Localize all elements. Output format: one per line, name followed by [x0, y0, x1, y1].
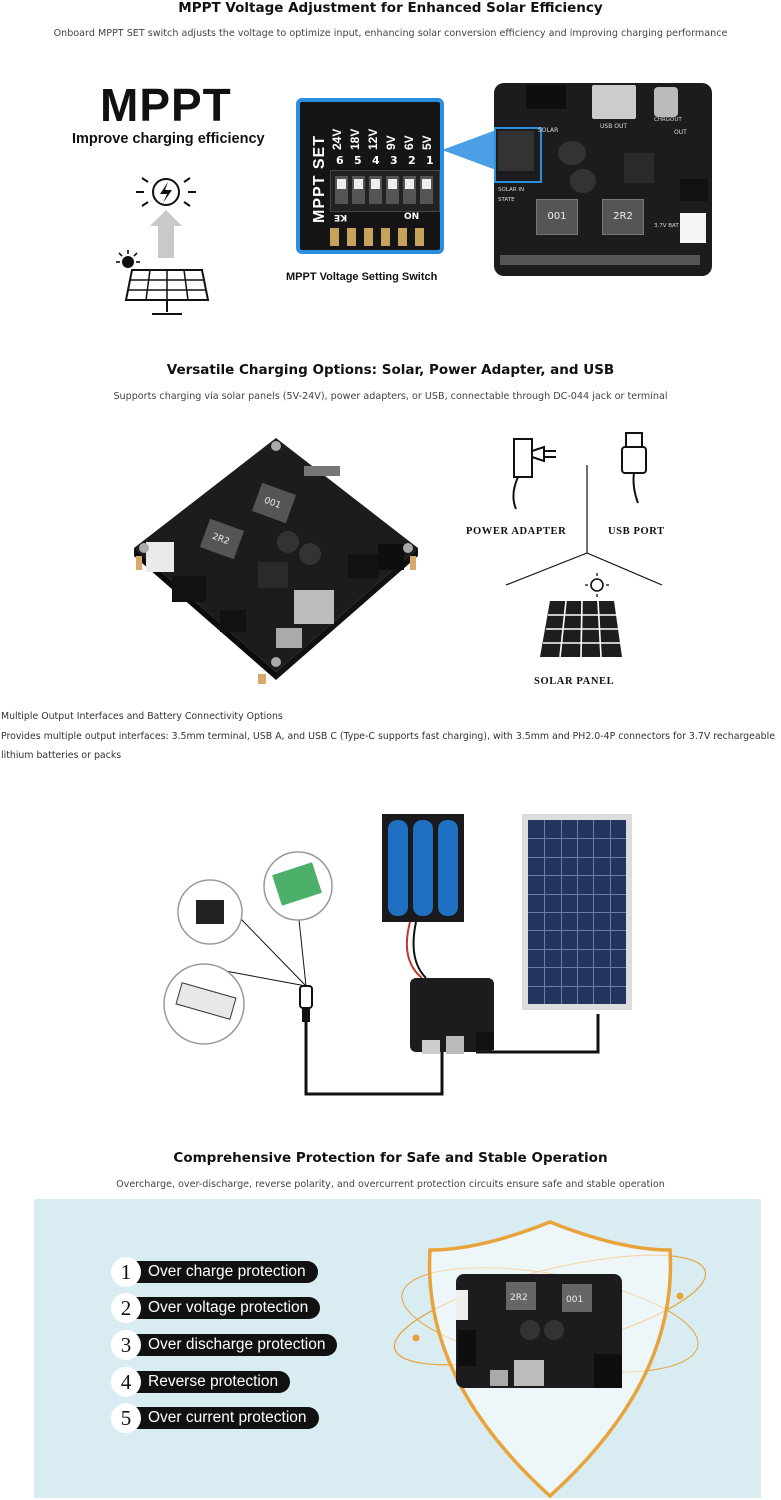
- switch-number-label: 1: [426, 154, 434, 167]
- board-label-batt: 3.7V BAT: [654, 223, 679, 229]
- section4-title: Comprehensive Protection for Safe and St…: [173, 1150, 608, 1166]
- inductor-1: 001: [536, 199, 578, 235]
- protection-number: 4: [112, 1368, 140, 1396]
- protection-label: Reverse protection: [136, 1371, 291, 1393]
- section4-subtitle: Overcharge, over-discharge, reverse pola…: [116, 1179, 665, 1190]
- battery-connector: [680, 213, 706, 243]
- mppt-set-label: MPPT SET: [311, 134, 328, 223]
- switch-number-label: 2: [408, 154, 416, 167]
- svg-text:001: 001: [566, 1295, 583, 1305]
- zoom-connector: [442, 130, 496, 170]
- mppt-heading: MPPT: [100, 79, 232, 131]
- protection-number: 2: [112, 1294, 140, 1322]
- protection-label: Over charge protection: [136, 1261, 318, 1283]
- switch-number-label: 6: [336, 154, 344, 167]
- board-label-solarin: SOLAR IN: [498, 187, 525, 193]
- section2-subtitle: Supports charging via solar panels (5V-2…: [113, 391, 668, 402]
- switch-number-label: 3: [390, 154, 398, 167]
- switch-number-label: 4: [372, 154, 380, 167]
- board-label-state: STATE: [498, 197, 515, 203]
- solar-efficiency-icon: [116, 177, 210, 315]
- switch-voltage-label: 18V: [348, 128, 362, 150]
- switch-ke-label: KE: [334, 212, 348, 222]
- switch-on-label: ON: [404, 212, 420, 222]
- protection-number: 1: [112, 1258, 140, 1286]
- switch-body: [330, 170, 440, 212]
- solar-panel-label: SOLAR PANEL: [534, 676, 615, 687]
- power-adapter-label: POWER ADAPTER: [466, 526, 567, 537]
- mppt-tagline: Improve charging efficiency: [72, 131, 265, 147]
- board-label-usbout: USB OUT: [600, 123, 628, 130]
- charging-board-isometric: 001 2R2: [134, 438, 418, 684]
- section3-desc: Provides multiple output interfaces: 3.5…: [1, 731, 775, 761]
- section1-title: MPPT Voltage Adjustment for Enhanced Sol…: [178, 0, 603, 16]
- board-label-solar: SOLAR: [538, 127, 559, 134]
- protection-number: 3: [112, 1331, 140, 1359]
- usb-port-label: USB PORT: [608, 526, 665, 537]
- dip-switch-key: [369, 176, 382, 204]
- dip-switch-key: [335, 176, 348, 204]
- section1-subtitle: Onboard MPPT SET switch adjusts the volt…: [53, 28, 728, 39]
- inductor-2: 2R2: [602, 199, 644, 235]
- switch-voltage-label: 24V: [330, 128, 344, 150]
- mppt-board-top: SOLAR USB OUT CHRGOUT OUT 001 2R2 3.7V B…: [494, 83, 712, 276]
- dip-switch-key: [420, 176, 433, 204]
- dip-switch-key: [403, 176, 416, 204]
- protection-label: Over discharge protection: [136, 1334, 338, 1356]
- board-label-chrgout: CHRGOUT: [654, 117, 682, 123]
- switch-pins: [330, 228, 424, 246]
- switch-voltage-label: 6V: [402, 135, 416, 150]
- switch-voltage-label: 12V: [366, 128, 380, 150]
- usb-a-port: [592, 85, 636, 119]
- board-label-out: OUT: [674, 129, 687, 136]
- switch-voltage-label: 5V: [420, 135, 434, 150]
- svg-text:2R2: 2R2: [510, 1293, 528, 1303]
- dip-switch-key: [352, 176, 365, 204]
- solar-panel-grid: [528, 820, 626, 1004]
- usb-c-port: [654, 87, 678, 117]
- protection-label: Over voltage protection: [136, 1297, 321, 1319]
- protection-shield: 2R2 001: [393, 1220, 707, 1499]
- protection-number: 5: [112, 1404, 140, 1432]
- section2-title: Versatile Charging Options: Solar, Power…: [166, 362, 615, 378]
- section3-title: Multiple Output Interfaces and Battery C…: [1, 711, 283, 722]
- charging-options-diagram: [505, 432, 663, 658]
- dip-switch-key: [386, 176, 399, 204]
- protection-label: Over current protection: [136, 1407, 319, 1429]
- mppt-switch-caption: MPPT Voltage Setting Switch: [286, 271, 438, 283]
- switch-voltage-label: 9V: [384, 135, 398, 150]
- switch-number-label: 5: [354, 154, 362, 167]
